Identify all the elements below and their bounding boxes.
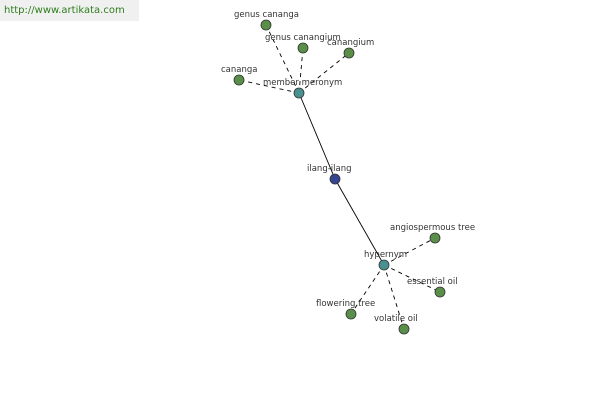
node-member-meronym[interactable] bbox=[293, 87, 305, 99]
leaf-label-canangium[interactable]: canangium bbox=[327, 38, 374, 48]
edge-member-meronym-canangium bbox=[298, 52, 350, 94]
leaf-label-genus-canangium[interactable]: genus canangium bbox=[265, 33, 341, 43]
url-link[interactable]: http://www.artikata.com bbox=[4, 5, 125, 16]
edge-hypernym-flowering-tree bbox=[350, 264, 385, 315]
edge-ilang-ilang-member-meronym bbox=[298, 92, 336, 180]
nodes-layer bbox=[233, 19, 446, 335]
leaf-label-flowering-tree[interactable]: flowering tree bbox=[316, 299, 375, 309]
edge-hypernym-angiospermous-tree bbox=[383, 237, 436, 266]
edge-ilang-ilang-hypernym bbox=[334, 178, 385, 266]
node-ilang-ilang[interactable] bbox=[329, 173, 341, 185]
center-label-ilang-ilang[interactable]: ilang-ilang bbox=[307, 164, 352, 174]
node-genus-canangium[interactable] bbox=[297, 42, 309, 54]
node-volatile-oil[interactable] bbox=[398, 323, 410, 335]
leaf-label-genus-cananga[interactable]: genus cananga bbox=[234, 10, 299, 20]
edge-member-meronym-cananga bbox=[238, 79, 300, 94]
edge-hypernym-essential-oil bbox=[383, 264, 441, 293]
node-angiospermous-tree[interactable] bbox=[429, 232, 441, 244]
leaf-label-essential-oil[interactable]: essential oil bbox=[407, 277, 458, 287]
node-flowering-tree[interactable] bbox=[345, 308, 357, 320]
node-hypernym[interactable] bbox=[378, 259, 390, 271]
relation-label-member-meronym[interactable]: member meronym bbox=[263, 78, 342, 88]
leaf-label-cananga[interactable]: cananga bbox=[221, 65, 257, 75]
node-essential-oil[interactable] bbox=[434, 286, 446, 298]
relation-label-hypernym[interactable]: hypernym bbox=[364, 250, 407, 260]
leaf-label-volatile-oil[interactable]: volatile oil bbox=[374, 314, 418, 324]
leaf-label-angiospermous-tree[interactable]: angiospermous tree bbox=[390, 223, 475, 233]
node-genus-cananga[interactable] bbox=[260, 19, 272, 31]
edge-hypernym-volatile-oil bbox=[383, 264, 405, 330]
node-cananga[interactable] bbox=[233, 74, 245, 86]
url-banner[interactable]: http://www.artikata.com bbox=[0, 0, 139, 21]
edges-layer bbox=[238, 24, 441, 330]
node-canangium[interactable] bbox=[343, 47, 355, 59]
